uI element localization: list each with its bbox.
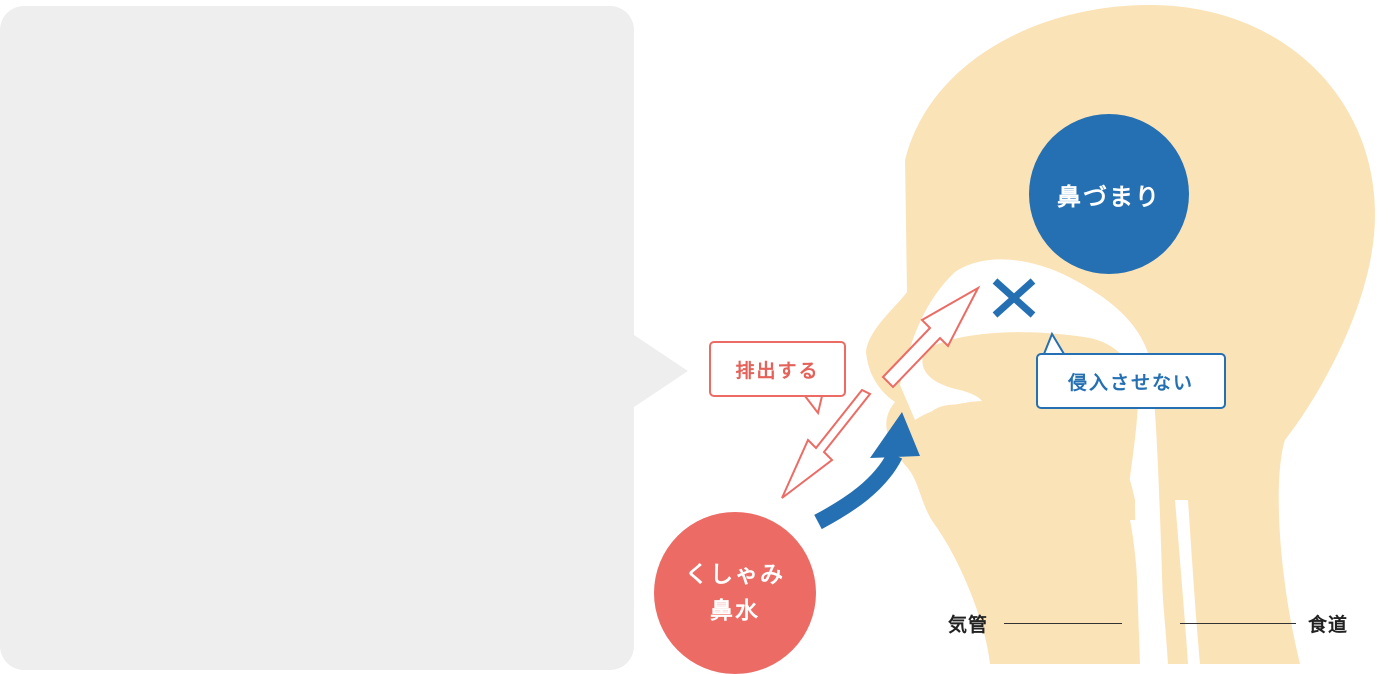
speech-panel-tail	[634, 335, 688, 407]
sneeze-label-line1: くしゃみ	[685, 562, 785, 588]
callout-block: 侵入させない	[1036, 353, 1226, 409]
esophagus-label: 食道	[1308, 614, 1349, 636]
congestion-label: 鼻づまり	[1057, 182, 1161, 211]
sneeze-circle: くしゃみ 鼻水	[654, 512, 816, 674]
cross-icon	[992, 278, 1036, 318]
trachea-label: 気管	[948, 614, 989, 636]
callout-expel: 排出する	[709, 341, 846, 397]
esophagus-leader-line	[1180, 623, 1296, 624]
trachea-leader-line	[1004, 623, 1122, 624]
blocking-arrow	[814, 451, 903, 530]
blocking-arrow-head	[870, 412, 920, 458]
blank-speech-panel	[0, 6, 634, 670]
expel-arrow-down	[781, 388, 872, 499]
callout-red-tail	[802, 395, 824, 416]
lower-jaw	[929, 460, 1118, 524]
callout-expel-text: 排出する	[735, 359, 820, 382]
sneeze-label-line2: 鼻水	[710, 598, 760, 624]
expel-arrow-up	[881, 285, 981, 389]
callout-block-text: 侵入させない	[1067, 371, 1194, 394]
congestion-circle: 鼻づまり	[1029, 114, 1189, 274]
trachea-tube	[1130, 520, 1168, 664]
